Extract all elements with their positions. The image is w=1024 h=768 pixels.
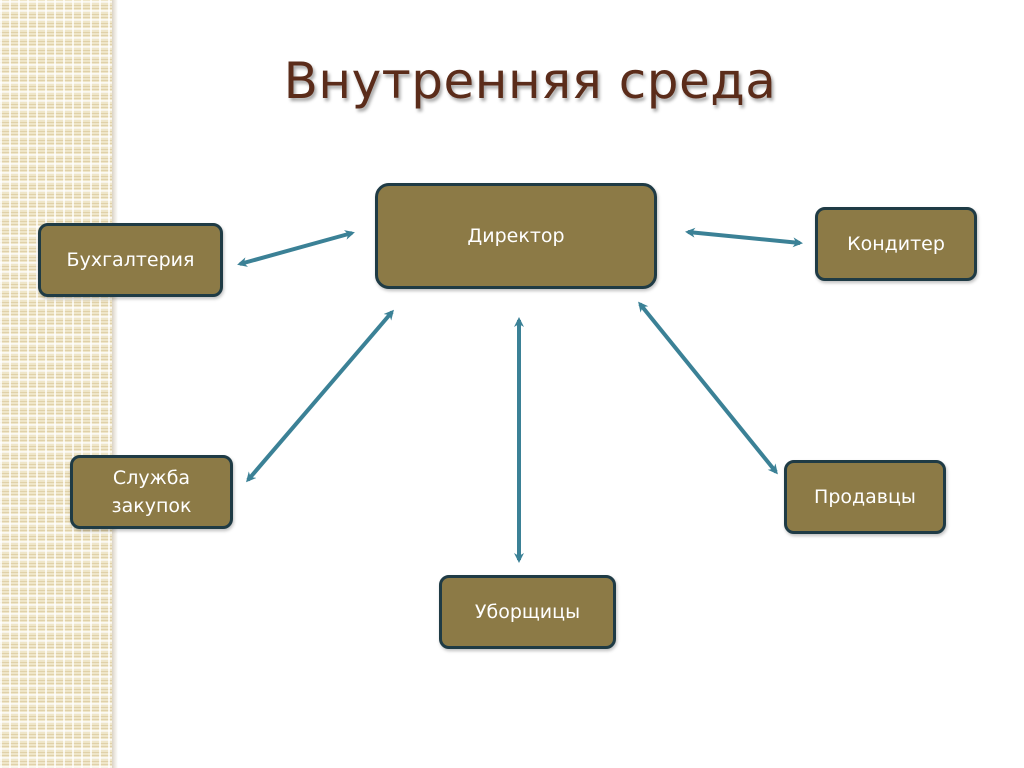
node-confectioner: Кондитер <box>815 207 977 281</box>
node-sellers-label: Продавцы <box>814 486 916 508</box>
node-procurement-label-line1: Служба <box>112 467 191 489</box>
arrow-director-procurement <box>246 309 394 483</box>
node-director-label: Директор <box>467 225 565 247</box>
arrow-director-confectioner <box>685 227 803 248</box>
node-director: Директор <box>375 183 657 289</box>
node-cleaners: Уборщицы <box>439 575 616 649</box>
slide-title: Внутренняя среда <box>283 52 777 110</box>
node-procurement-label-line2: закупок <box>111 495 192 517</box>
node-cleaners-label: Уборщицы <box>474 601 581 623</box>
node-procurement: Служба закупок <box>70 455 233 529</box>
node-confectioner-label: Кондитер <box>847 233 945 255</box>
node-accounting: Бухгалтерия <box>38 223 223 297</box>
arrow-director-sellers <box>638 301 778 475</box>
decorative-side-pattern <box>0 0 112 768</box>
node-sellers: Продавцы <box>784 460 946 534</box>
arrow-director-accounting <box>237 230 355 267</box>
node-accounting-label: Бухгалтерия <box>66 249 195 271</box>
decorative-side-edge <box>112 0 118 768</box>
